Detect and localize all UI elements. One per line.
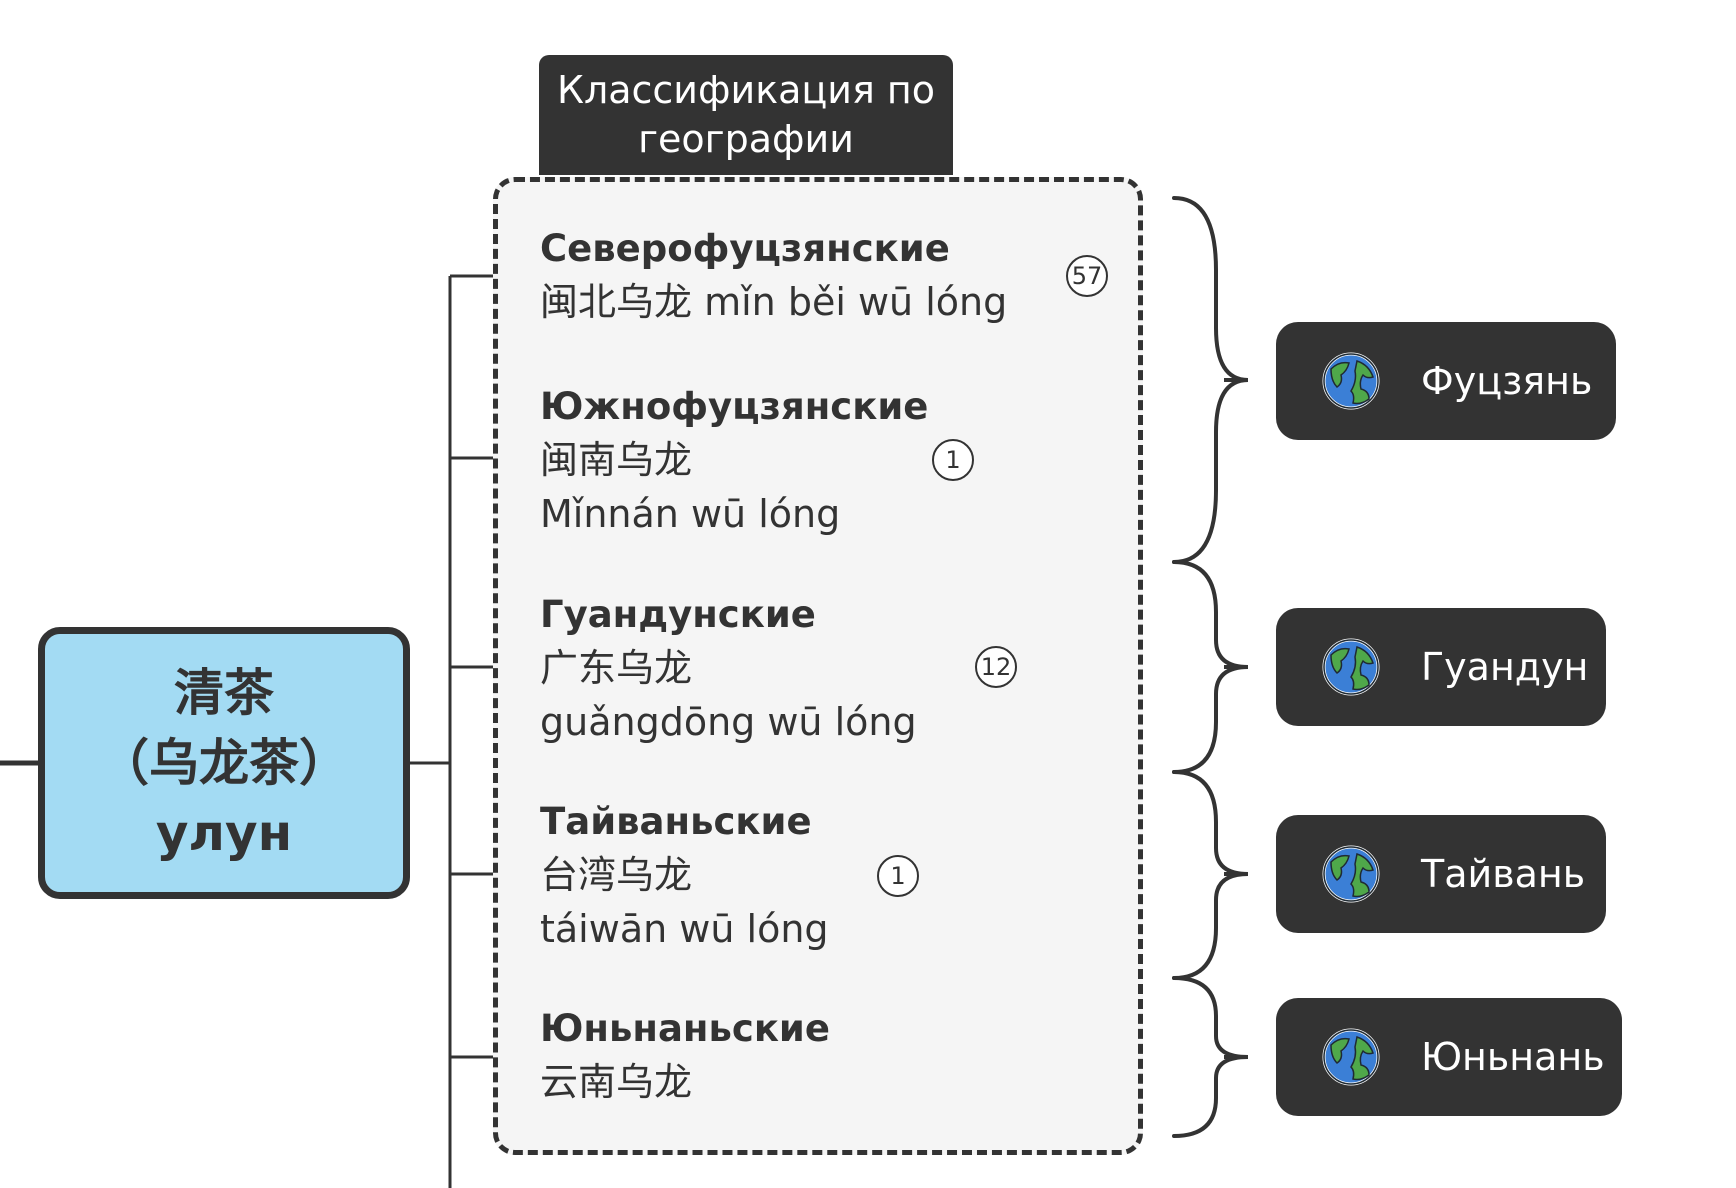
topic-pinyin: guǎngdōng wū lóng — [540, 700, 917, 744]
globe-icon — [1322, 352, 1380, 410]
topic-chinese-name: 闽南乌龙 — [540, 438, 693, 482]
region-label: Гуандун — [1421, 645, 1589, 689]
topic-title: Северофуцзянские — [540, 227, 950, 270]
topic-taiwan[interactable]: Тайваньские 台湾乌龙 táiwān wū lóng — [540, 796, 829, 956]
topic-pinyin: táiwān wū lóng — [540, 907, 829, 951]
group-title-line-1: Классификация по — [556, 68, 936, 112]
region-fujian[interactable]: Фуцзянь — [1276, 322, 1616, 440]
globe-icon — [1322, 638, 1380, 696]
root-topic-line-2: （乌龙茶） — [99, 734, 349, 792]
topic-chinese-name: 台湾乌龙 — [540, 853, 693, 897]
topic-guangdong[interactable]: Гуандунские 广东乌龙 guǎngdōng wū lóng — [540, 589, 917, 749]
topic-subtitle: 闽北乌龙 mǐn běi wū lóng — [540, 280, 1008, 324]
group-title-line-2: географии — [638, 117, 854, 161]
topic-pinyin: Mǐnnán wū lóng — [540, 492, 841, 536]
topic-yunnan[interactable]: Юньнаньские 云南乌龙 — [540, 1003, 830, 1109]
region-label: Фуцзянь — [1421, 359, 1593, 403]
region-label: Юньнань — [1421, 1035, 1605, 1079]
root-topic-line-1: 清茶 — [174, 664, 274, 722]
region-label: Тайвань — [1421, 852, 1586, 896]
topic-title: Гуандунские — [540, 593, 816, 636]
topic-north-fujian[interactable]: Северофуцзянские 闽北乌龙 mǐn běi wū lóng — [540, 223, 1007, 329]
topic-count-badge[interactable]: 12 — [975, 646, 1017, 688]
topic-count-badge[interactable]: 57 — [1066, 255, 1108, 297]
root-topic-line-3: улун — [155, 804, 293, 862]
globe-icon — [1322, 1028, 1380, 1086]
root-topic-oolong[interactable]: 清茶 （乌龙茶） улун — [38, 627, 410, 899]
topic-title: Юньнаньские — [540, 1007, 830, 1050]
topic-count-badge[interactable]: 1 — [932, 439, 974, 481]
region-taiwan[interactable]: Тайвань — [1276, 815, 1606, 933]
topic-count-badge[interactable]: 1 — [877, 855, 919, 897]
region-yunnan[interactable]: Юньнань — [1276, 998, 1622, 1116]
topic-title: Южнофуцзянские — [540, 385, 929, 428]
region-guangdong[interactable]: Гуандун — [1276, 608, 1606, 726]
topic-title: Тайваньские — [540, 800, 812, 843]
topic-south-fujian[interactable]: Южнофуцзянские 闽南乌龙 Mǐnnán wū lóng — [540, 381, 928, 541]
globe-icon — [1322, 845, 1380, 903]
topic-chinese-name: 云南乌龙 — [540, 1060, 693, 1104]
topic-chinese-name: 广东乌龙 — [540, 646, 693, 690]
group-title[interactable]: Классификация по географии — [539, 55, 953, 175]
geography-group-boundary — [493, 177, 1143, 1155]
